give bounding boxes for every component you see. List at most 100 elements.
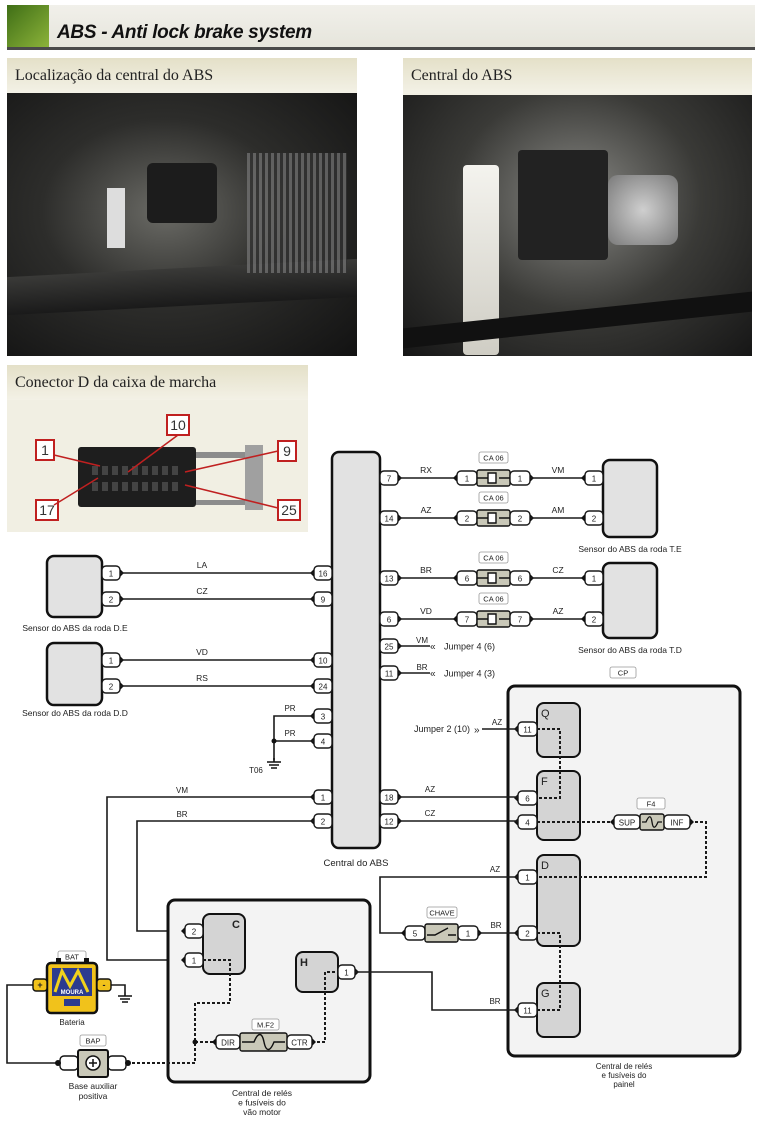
- connector-photo-cavity: [142, 466, 148, 475]
- wire: [106, 796, 314, 961]
- sensor-te: [601, 458, 659, 539]
- panel-relay-pin-label: 6: [525, 795, 530, 804]
- sensor-pin-label: 2: [109, 683, 114, 692]
- internal-link: [537, 932, 561, 1011]
- battery-plus-terminal: [32, 978, 48, 992]
- relay-d-letter: D: [541, 860, 549, 872]
- switch-body: [424, 923, 459, 943]
- switch-pin-label: 5: [413, 930, 418, 939]
- panel-central-title: Central do ABS: [403, 58, 752, 93]
- fuse-mf2-pin-label: CTR: [291, 1039, 308, 1048]
- fuse-mf2-pin-terminal: [212, 1038, 216, 1046]
- relay-c-pin-label: 2: [192, 928, 197, 937]
- ca06-tag-box: [478, 551, 509, 564]
- connector-photo-cavity: [92, 482, 98, 491]
- sensor-td-pin-label: 2: [592, 616, 597, 625]
- ca06-connector-icon: [477, 472, 510, 484]
- panel-central: Central do ABS: [403, 58, 752, 356]
- fuse-f4-tag-box: [636, 797, 666, 810]
- sensor-td-pin-terminal: [581, 574, 585, 582]
- jumper-arrow-icon: »: [474, 725, 480, 736]
- junction-dot: [271, 738, 277, 744]
- panel-box-tag: CP: [618, 669, 628, 678]
- ca06-connector-icon: [477, 572, 510, 584]
- abs-pin-right-label: 14: [385, 515, 394, 524]
- plus-icon: [89, 1059, 97, 1067]
- fuse-mf2-pin-terminal: [312, 1038, 316, 1046]
- junction-dot: [192, 1039, 198, 1045]
- abs-pin-left-label: 4: [321, 738, 326, 747]
- switch-icon: [427, 927, 456, 936]
- sensor-td-label: Sensor do ABS da roda T.D: [578, 645, 682, 655]
- sensor-td: [601, 561, 659, 640]
- switch-pin-terminal: [401, 929, 405, 937]
- abs-pin-left-label: 16: [319, 570, 328, 579]
- page-title: ABS - Anti lock brake system: [57, 22, 312, 43]
- ground-icon: [118, 992, 132, 1003]
- wire-color-label: BR: [416, 663, 427, 672]
- sensor-te-pin-label: 2: [592, 515, 597, 524]
- bap-terminal: [55, 1060, 61, 1066]
- connector-photo-cavity: [172, 482, 178, 491]
- abs-pin-left-label: 24: [319, 683, 328, 692]
- connector-callout-line: [184, 484, 279, 509]
- panel-box-label: Central de relés: [596, 1062, 652, 1071]
- connector-photo-cavity: [132, 482, 138, 491]
- wire-color-label: RS: [196, 673, 208, 683]
- jumper-label: Jumper 2 (10): [414, 724, 470, 734]
- jumper-arrow-icon: «: [430, 642, 436, 653]
- bap-pin: [59, 1055, 79, 1071]
- jumper-label: Jumper 4 (6): [444, 642, 495, 652]
- engine-box-label: Central de relés: [232, 1088, 292, 1098]
- switch-tag: CHAVE: [429, 909, 454, 918]
- ca06-tag-box: [478, 451, 509, 464]
- ca06-tag: CA 06: [483, 595, 503, 604]
- connector-photo-cavity: [102, 466, 108, 475]
- wire-color-label: AZ: [425, 785, 435, 794]
- battery-label: Bateria: [59, 1018, 85, 1027]
- battery-minus-label: -: [103, 980, 106, 990]
- abs-pin-right-label: 6: [387, 616, 392, 625]
- relay-g-letter: G: [541, 988, 550, 1000]
- ca06-pin-terminal: [453, 574, 457, 582]
- abs-central-label: Central do ABS: [324, 858, 389, 869]
- photo-abs-location: [7, 93, 357, 356]
- internal-link: [312, 971, 338, 1043]
- panel-location-title: Localização da central do ABS: [7, 58, 357, 93]
- battery-minus-terminal: [96, 978, 112, 992]
- abs-pin-right-label: 13: [385, 575, 394, 584]
- panel-relay-pin-label: 11: [523, 1007, 532, 1016]
- connector-callout-box: [35, 439, 55, 461]
- connector-callout-label: 10: [170, 417, 186, 433]
- ca06-pin-terminal: [453, 514, 457, 522]
- wire-color-label: AZ: [490, 865, 500, 874]
- relay-c-pin-label: 1: [192, 957, 197, 966]
- connector-photo-cavity: [92, 466, 98, 475]
- fuse-f4-pin-terminal: [610, 818, 614, 826]
- sensor-te-label: Sensor do ABS da roda T.E: [578, 544, 682, 554]
- panel-box-label: painel: [613, 1080, 635, 1089]
- panel-connector-title: Conector D da caixa de marcha: [7, 365, 308, 400]
- abs-pin-left-label: 2: [321, 818, 326, 827]
- abs-pin-left-label: 9: [321, 596, 326, 605]
- connector-callout-label: 25: [281, 502, 297, 518]
- sensor-dd: [45, 641, 104, 707]
- connector-photo-clip: [245, 445, 263, 510]
- connector-photo-cavity: [142, 482, 148, 491]
- ca06-tag: CA 06: [483, 454, 503, 463]
- connector-photo-cavity: [162, 482, 168, 491]
- abs-pin-right-label: 7: [387, 475, 392, 484]
- bap-terminal: [125, 1060, 131, 1066]
- ca06-pin-label: 2: [465, 515, 470, 524]
- wire-color-label: VM: [416, 636, 428, 645]
- connector-callout-label: 1: [41, 442, 49, 458]
- sensor-pin-label: 1: [109, 657, 114, 666]
- bap-label: Base auxiliar: [69, 1081, 118, 1091]
- internal-link: [537, 821, 707, 878]
- sensor-de-label: Sensor do ABS da roda D.E: [22, 623, 128, 633]
- panel-relay-pin-label: 2: [525, 930, 530, 939]
- wire-color-label: AM: [552, 505, 565, 515]
- connector-callout-box: [35, 499, 59, 521]
- photo-abs-unit: [403, 95, 752, 356]
